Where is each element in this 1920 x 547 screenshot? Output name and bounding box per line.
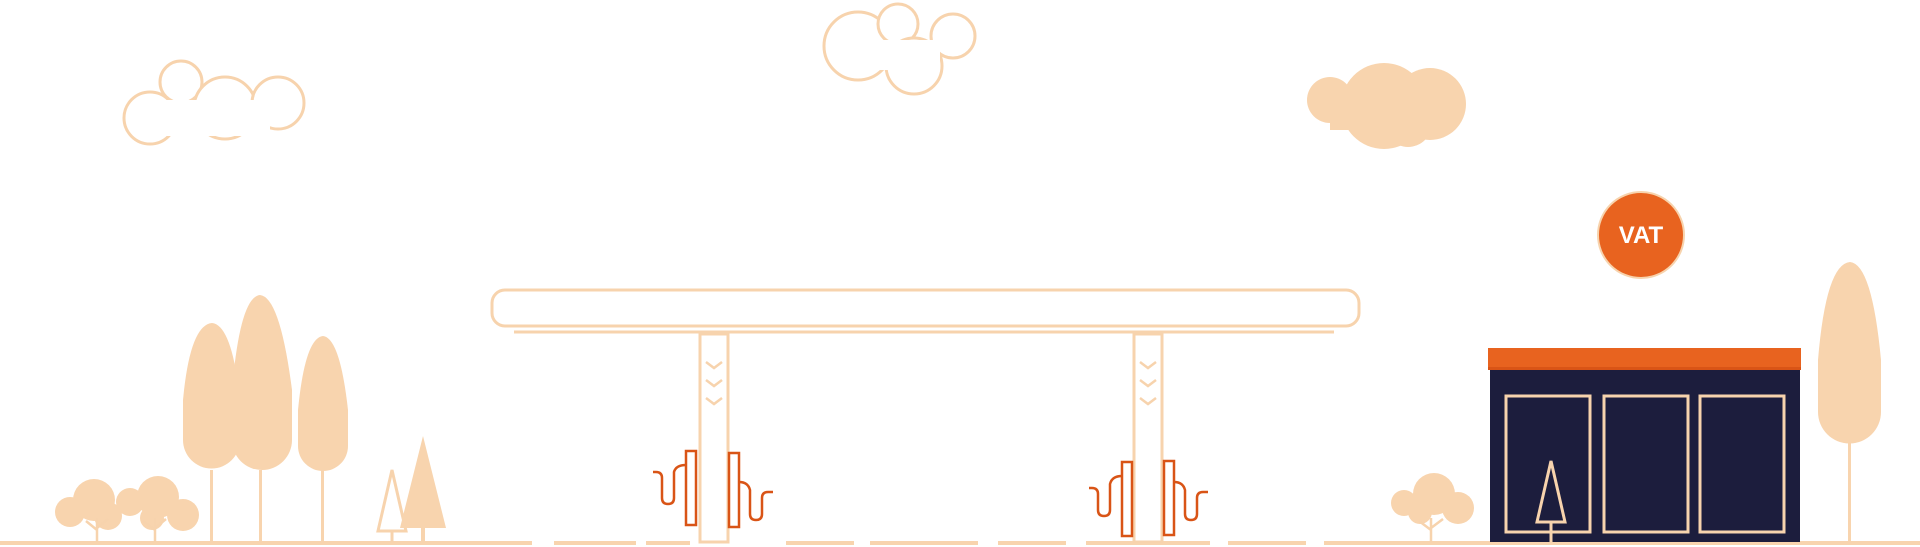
pine-tree-outline-icon [376,469,408,542]
tree-tall-2-icon [232,295,292,542]
cloud-left-icon [122,59,306,146]
cloud-right-icon [1307,63,1466,149]
cloud-center-icon [822,2,977,96]
pillar-chevrons-left [705,361,723,406]
fuel-pump-right-2-icon [1162,459,1208,537]
pine-tree-solid-icon [400,436,446,542]
shop-window-1 [1602,394,1690,534]
gas-station-canopy [490,288,1361,544]
fuel-pump-left-1-icon [653,449,698,527]
tree-tall-1-icon [183,323,240,542]
vat-badge-label: VAT [1619,222,1664,249]
shop-window-2 [1698,394,1786,534]
shop-door [1504,394,1592,534]
vat-badge: VAT [1597,191,1685,279]
bush-right-icon [1391,473,1474,542]
shop-building [1488,348,1801,542]
fuel-pump-left-2-icon [727,451,773,529]
pillar-chevrons-right [1139,361,1157,406]
tree-tall-3-icon [298,336,348,542]
ground-line [0,541,1920,547]
fuel-pump-right-1-icon [1089,460,1134,538]
bush-left-icon [55,476,199,542]
tree-right-icon [1818,262,1881,542]
